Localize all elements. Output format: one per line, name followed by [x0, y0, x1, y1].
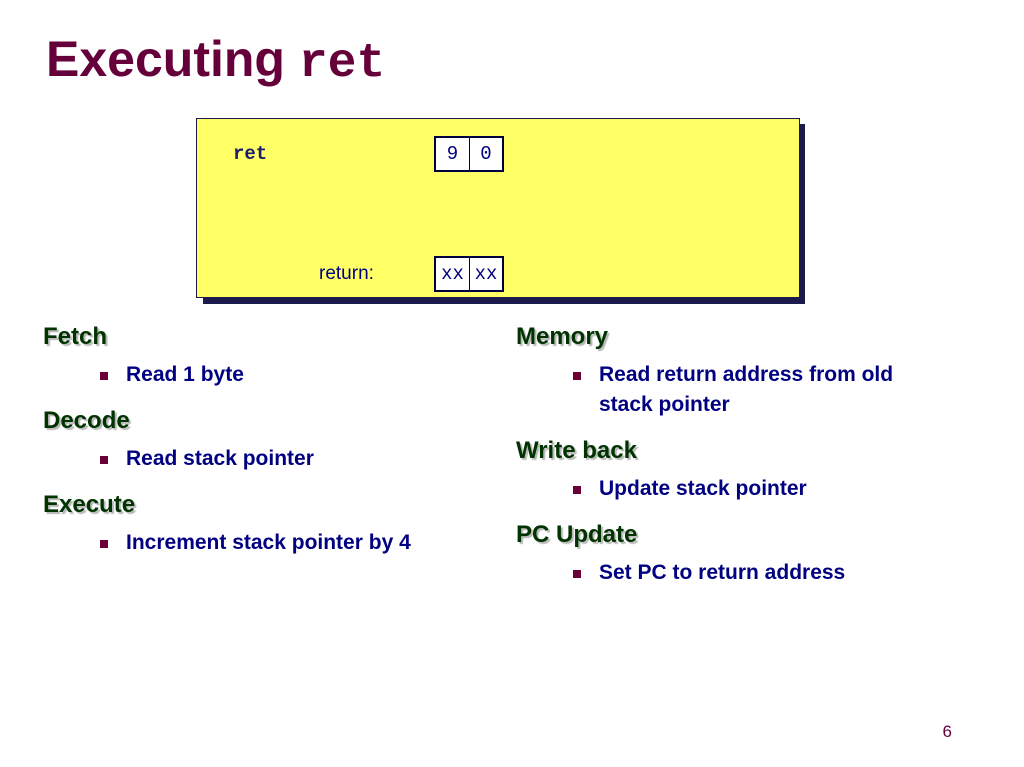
list-item: Increment stack pointer by 4: [100, 528, 506, 558]
stage-heading-fetch: Fetch: [43, 323, 108, 350]
slide-title-code: ret: [298, 37, 386, 91]
return-byte-1: xx: [469, 258, 502, 290]
bullet-icon: [573, 372, 581, 380]
stage-heading-decode: Decode: [43, 407, 130, 434]
return-label: return:: [319, 263, 374, 284]
list-item-text: Increment stack pointer by 4: [126, 531, 411, 554]
instruction-byte-1: 0: [469, 138, 502, 170]
bullet-icon: [573, 486, 581, 494]
list-item: Read 1 byte: [100, 360, 456, 390]
list-item: Read stack pointer: [100, 444, 456, 474]
list-item: Read return address from old stack point…: [573, 360, 929, 420]
instruction-bytes: 9 0: [434, 136, 504, 172]
list-item-text: Read stack pointer: [126, 447, 314, 470]
list-item-text: Read 1 byte: [126, 363, 244, 386]
slide-title: Executing ret: [46, 30, 385, 91]
bullet-icon: [100, 540, 108, 548]
list-item-text: Read return address from old stack point…: [599, 363, 894, 416]
bullet-icon: [100, 372, 108, 380]
bullet-icon: [100, 456, 108, 464]
list-item: Update stack pointer: [573, 474, 929, 504]
return-byte-0: xx: [441, 263, 464, 285]
list-item-text: Update stack pointer: [599, 477, 807, 500]
bullet-icon: [573, 570, 581, 578]
stage-heading-memory: Memory: [516, 323, 609, 350]
stage-heading-pc-update: PC Update: [516, 521, 638, 548]
instruction-mnemonic: ret: [233, 143, 268, 165]
page-number: 6: [942, 722, 952, 741]
list-item-text: Set PC to return address: [599, 561, 846, 584]
stage-heading-write-back: Write back: [516, 437, 637, 464]
left-column: Fetch Read 1 byte Decode Read stack poin…: [43, 320, 506, 572]
return-bytes: xx xx: [434, 256, 504, 292]
stage-heading-execute: Execute: [43, 491, 136, 518]
instruction-byte-0: 9: [446, 143, 459, 165]
right-column: Memory Read return address from old stac…: [516, 320, 929, 602]
slide-title-text: Executing: [46, 31, 285, 87]
list-item: Set PC to return address: [573, 558, 929, 588]
instruction-diagram: ret 9 0 return: xx xx: [196, 118, 800, 298]
